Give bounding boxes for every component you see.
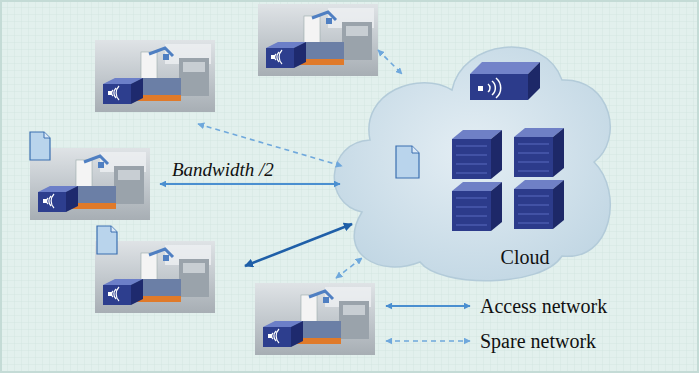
cloud-node: Cloud <box>330 20 620 290</box>
legend-entry: Access network <box>480 294 607 318</box>
node-title: Cloud <box>501 246 550 269</box>
label-anchor: Bandwidth /2 <box>172 159 274 181</box>
bandwidth-label: Bandwidth /2 <box>172 159 274 181</box>
legend-text: Spare network <box>480 329 596 353</box>
cloud-shape <box>330 20 620 290</box>
legend-entry: Spare network <box>480 329 596 353</box>
legend-text: Access network <box>480 294 607 318</box>
